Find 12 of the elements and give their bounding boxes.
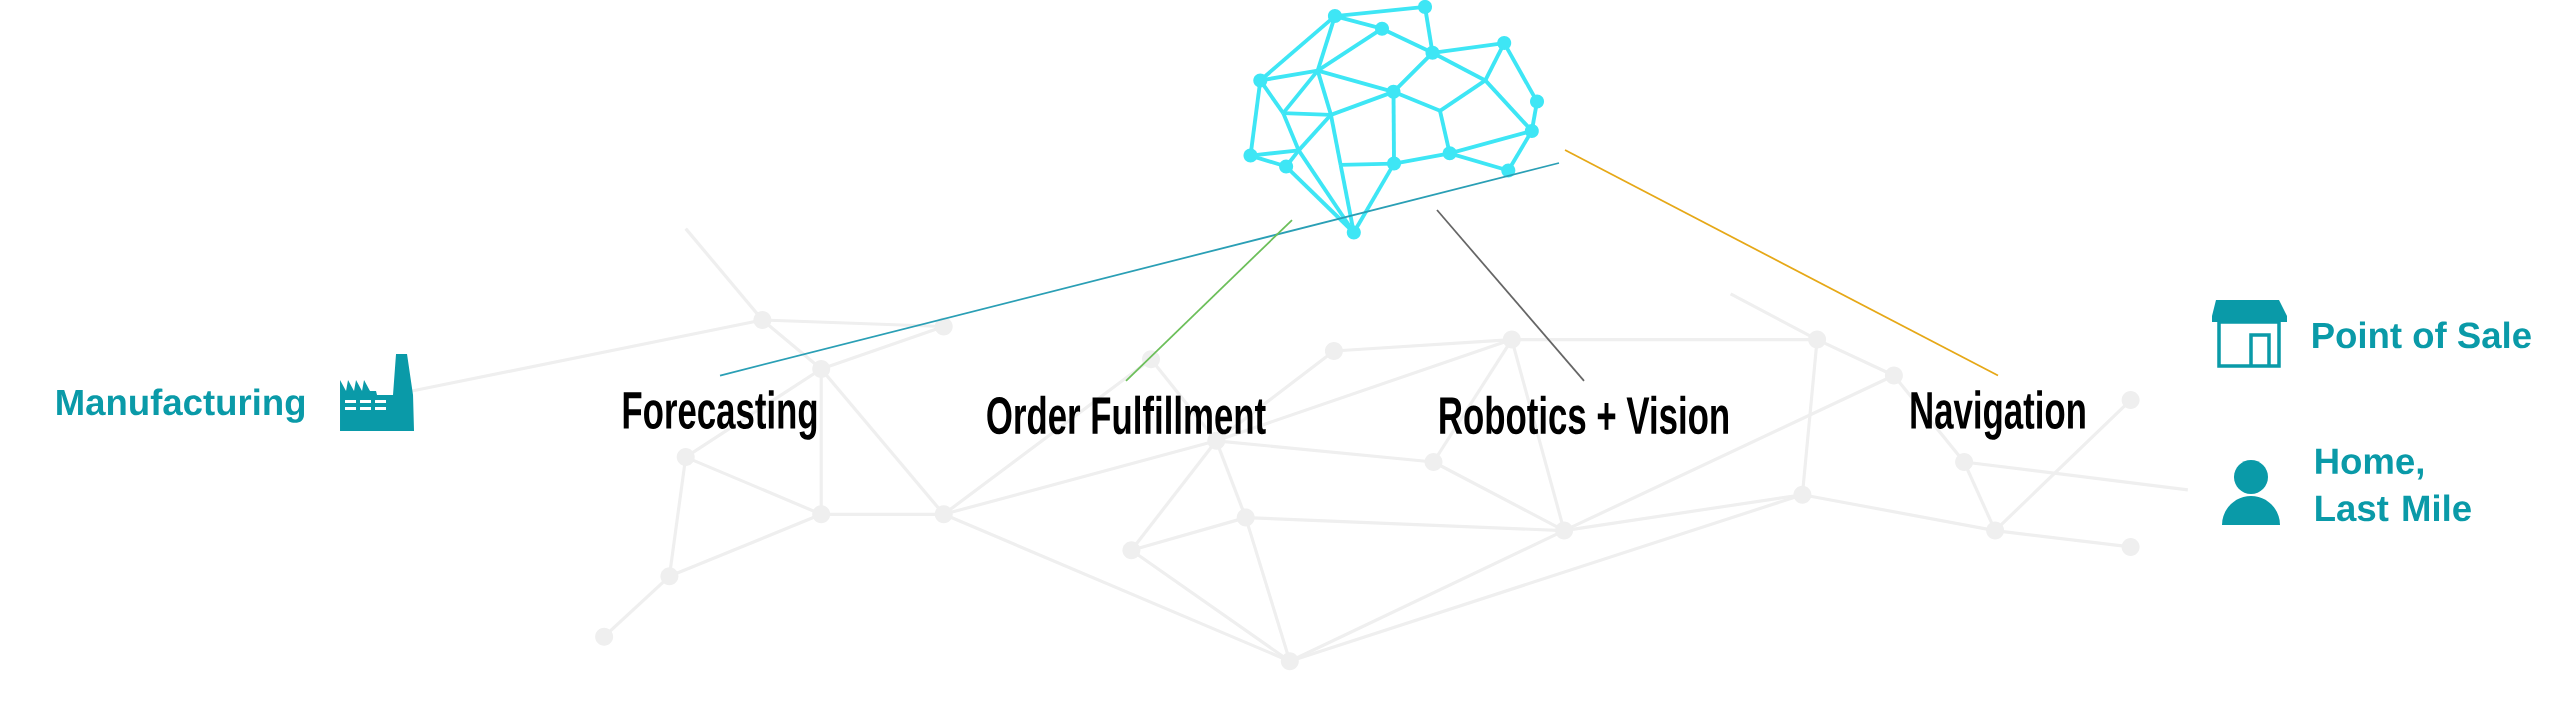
connector-line (1125, 219, 1293, 382)
connector-line (1436, 209, 1585, 382)
label-text: Robotics + Vision (1440, 395, 1728, 435)
label-text: Navigation (1911, 390, 2085, 440)
category-label: Home, Last Mile (2316, 448, 2471, 522)
label-text: Forecasting (623, 390, 817, 440)
connector-line (719, 162, 1560, 377)
category-label: Manufacturing (57, 388, 305, 423)
label-text: Order Fulfillment (987, 395, 1266, 435)
brain-network-drawing (1243, 0, 1544, 240)
category-label: Point of Sale (2313, 321, 2531, 349)
connector-line (1564, 149, 1999, 377)
